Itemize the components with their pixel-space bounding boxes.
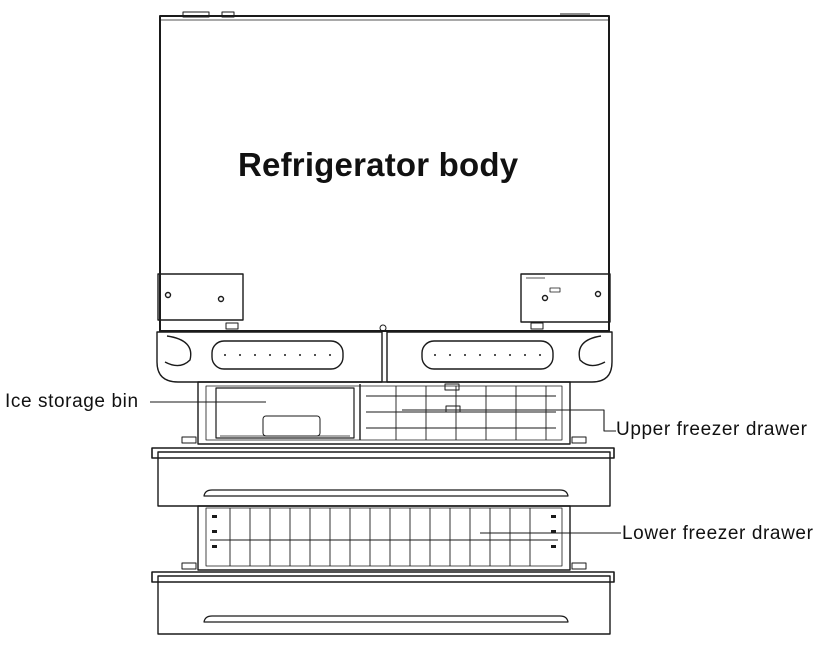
ice-storage-bin-label: Ice storage bin (5, 391, 139, 412)
lower-freezer-drawer (181, 505, 587, 571)
door-handle-band (156, 331, 613, 383)
upper-drawer-leader (402, 409, 616, 432)
upper-freezer-drawer-label: Upper freezer drawer (616, 419, 808, 440)
refrigerator-body-title: Refrigerator body (238, 146, 519, 183)
upper-freezer-drawer (181, 381, 587, 445)
ice-storage-bin (215, 387, 355, 439)
lower-drawer-front (151, 571, 615, 635)
upper-drawer-front (151, 447, 615, 507)
lower-freezer-drawer-label: Lower freezer drawer (622, 523, 814, 544)
refrigerator-body (157, 11, 611, 332)
